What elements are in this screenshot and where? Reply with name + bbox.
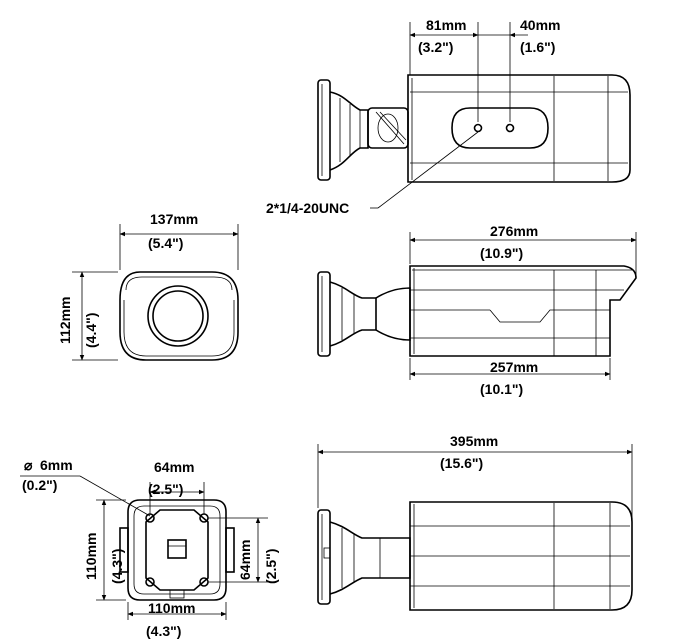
total-length-inch: (15.6") — [440, 455, 483, 471]
body-length-mm: 257mm — [490, 359, 538, 375]
base-height-inch: (4.3") — [109, 549, 125, 584]
top-right-offset-mm: 40mm — [520, 17, 560, 33]
front-width-mm: 137mm — [150, 211, 198, 227]
mount-view — [20, 475, 268, 620]
front-width-inch: (5.4") — [148, 235, 183, 251]
side-view — [317, 232, 637, 380]
top-left-offset-mm: 81mm — [426, 17, 466, 33]
hole-spacing-h-inch: (2.5") — [148, 481, 183, 497]
thread-label: 2*1/4-20UNC — [266, 200, 349, 216]
hole-diameter-inch: (0.2") — [22, 477, 57, 493]
shroud-length-mm: 276mm — [490, 223, 538, 239]
hole-diameter-mm: 6mm — [40, 457, 73, 473]
total-length-mm: 395mm — [450, 433, 498, 449]
top-right-offset-inch: (1.6") — [520, 39, 555, 55]
base-height-mm: 110mm — [83, 533, 99, 580]
top-left-offset-inch: (3.2") — [418, 39, 453, 55]
bottom-view — [317, 444, 633, 611]
top-view — [317, 22, 631, 209]
hole-spacing-v-inch: (2.5") — [263, 549, 279, 584]
hole-diameter-symbol: ⌀ — [24, 457, 33, 473]
hole-spacing-v-mm: 64mm — [237, 540, 253, 580]
base-width-inch: (4.3") — [146, 623, 181, 639]
front-height-inch: (4.4") — [83, 313, 99, 348]
shroud-length-inch: (10.9") — [480, 245, 523, 261]
front-view — [72, 224, 239, 361]
body-length-inch: (10.1") — [480, 381, 523, 397]
front-height-mm: 112mm — [57, 297, 73, 344]
hole-spacing-h-mm: 64mm — [154, 459, 194, 475]
base-width-mm: 110mm — [148, 600, 195, 616]
